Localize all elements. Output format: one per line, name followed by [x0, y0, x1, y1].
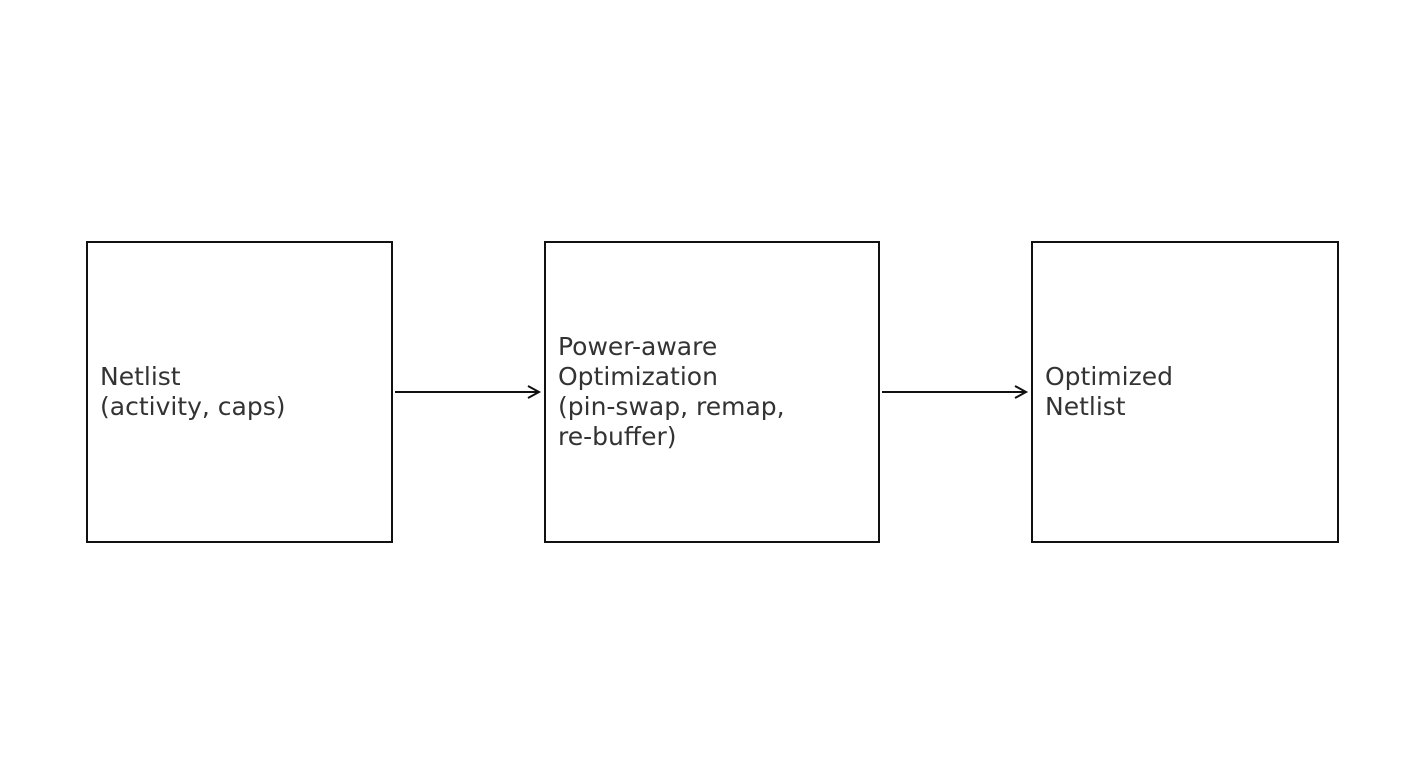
optimization-node: Power-aware Optimization (pin-swap, rema… — [544, 241, 880, 543]
optimization-node-label: Power-aware Optimization (pin-swap, rema… — [558, 332, 785, 451]
optimized-netlist-node-label: Optimized Netlist — [1045, 362, 1173, 421]
netlist-node: Netlist (activity, caps) — [86, 241, 393, 543]
netlist-node-label: Netlist (activity, caps) — [100, 362, 286, 421]
arrow-netlist-to-optimization — [395, 385, 542, 399]
optimized-netlist-node: Optimized Netlist — [1031, 241, 1339, 543]
arrow-optimization-to-optimized — [882, 385, 1029, 399]
